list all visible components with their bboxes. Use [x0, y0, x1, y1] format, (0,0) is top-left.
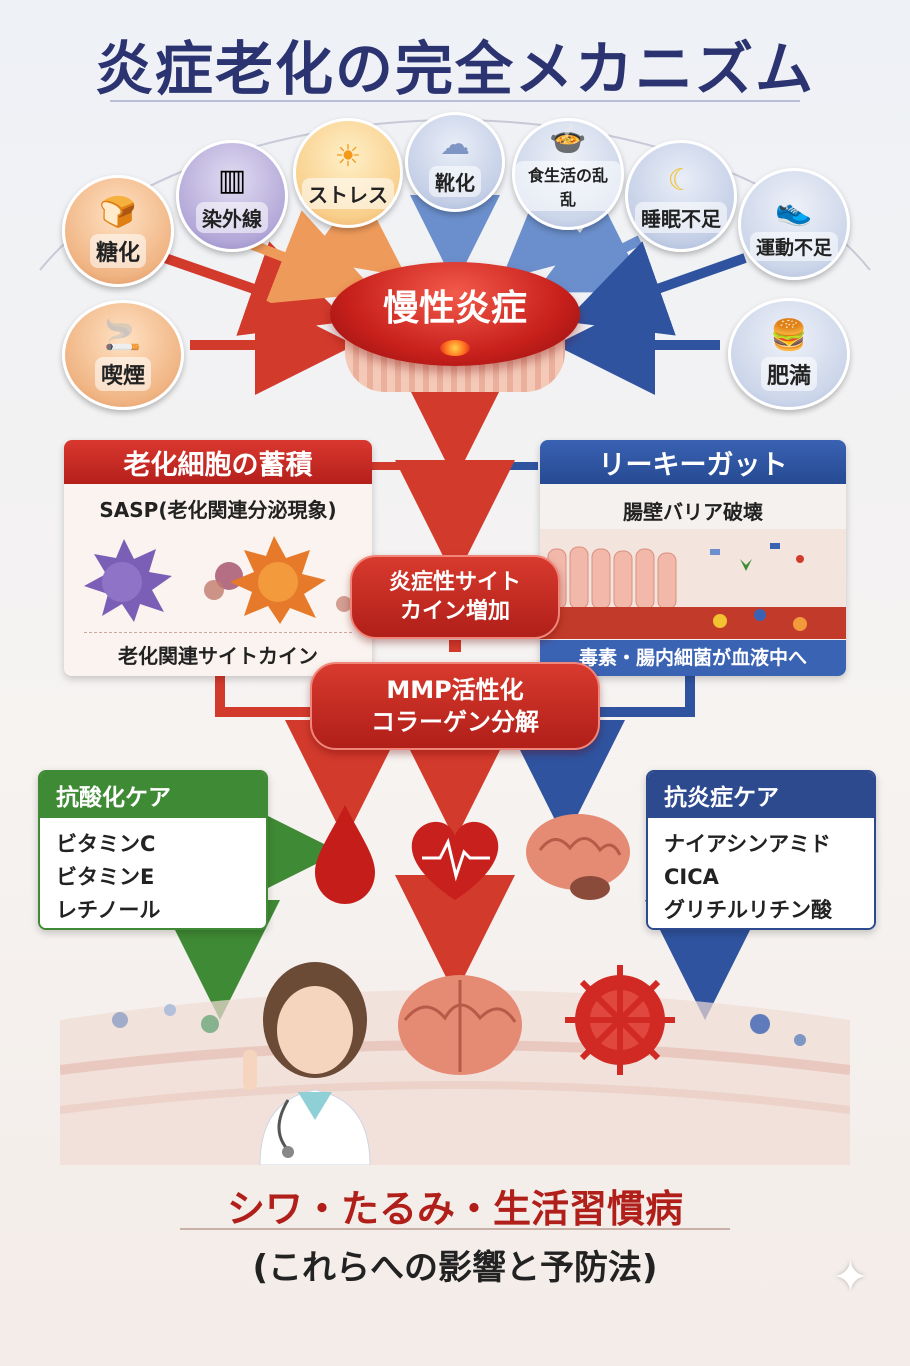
cloud-icon: ☁: [440, 127, 470, 162]
antioxidant-card: 抗酸化ケア ビタミンC ビタミンE レチノール: [38, 770, 268, 930]
senescence-footer: 老化関連サイトカイン: [118, 644, 318, 668]
conclusion-subtitle: (これらへの影響と予防法): [252, 1248, 658, 1288]
mmp-box: MMP活性化 コラーゲン分解: [310, 662, 600, 750]
leaky-gut-title: リーキーガット: [540, 440, 846, 484]
list-item: ナイアシンアミド: [664, 832, 831, 856]
list-item: CICA: [664, 865, 719, 889]
cause-smoking: 🚬 喫煙: [62, 300, 184, 410]
burger-icon: 🍔: [770, 318, 808, 353]
cause-diet: 🍲 食生活の乱乱: [512, 118, 624, 230]
conclusion-title: シワ・たるみ・生活習慣病: [226, 1187, 683, 1231]
cause-glycation: 🍞 糖化: [62, 175, 174, 287]
list-item: レチノール: [56, 898, 161, 922]
cause-stress: ☀ ストレス: [293, 118, 403, 228]
brain-icon: [398, 975, 522, 1075]
brain-icon: [526, 814, 630, 900]
page-title: 炎症老化の完全メカニズム: [94, 35, 815, 103]
title-divider: [110, 100, 800, 102]
intestinal-wall-illustration: [540, 529, 846, 639]
doctor-figure: [243, 962, 371, 1165]
blood-drop-icon: [315, 805, 375, 904]
senescence-title: 老化細胞の蓄積: [64, 440, 372, 484]
sparkle-icon: ✦: [832, 1252, 869, 1303]
cytokine-box: 炎症性サイト カイン増加: [350, 555, 560, 639]
cigarette-icon: 🚬: [104, 318, 142, 353]
panel-divider: [84, 632, 352, 634]
sneaker-icon: 👟: [775, 193, 813, 228]
leaky-gut-panel: リーキーガット 腸壁バリア破壊 毒素・腸内細菌が血液中へ: [540, 440, 846, 676]
virus-icon: [565, 965, 675, 1075]
anti-inflammatory-list: ナイアシンアミド CICA グリチルリチン酸: [648, 818, 874, 928]
senescent-cells-illustration: [84, 536, 352, 624]
antioxidant-list: ビタミンC ビタミンE レチノール: [40, 818, 266, 928]
senescence-panel: 老化細胞の蓄積 SASP(老化関連分泌現象) 老化関連サイトカイン: [64, 440, 372, 676]
inflammation-glow: [440, 340, 470, 356]
sun-icon: ☀: [334, 139, 362, 174]
heart-icon: [411, 821, 499, 900]
food-bowl-icon: 🍲: [549, 122, 587, 157]
list-item: ビタミンC: [56, 832, 156, 856]
cause-aging: ☁ 靴化: [405, 112, 505, 212]
organ-icons-row: [315, 805, 630, 904]
cause-sleep: ☾ 睡眠不足: [625, 140, 737, 252]
anti-inflammatory-card: 抗炎症ケア ナイアシンアミド CICA グリチルリチン酸: [646, 770, 876, 930]
conclusion-divider: [180, 1228, 730, 1230]
sasp-label: SASP(老化関連分泌現象): [99, 498, 337, 522]
uv-bars-icon: ▥: [217, 163, 247, 198]
antioxidant-title: 抗酸化ケア: [40, 772, 266, 818]
cause-exercise: 👟 運動不足: [738, 168, 850, 280]
list-item: ビタミンE: [56, 865, 155, 889]
anti-inflammatory-title: 抗炎症ケア: [648, 772, 874, 818]
cause-obesity: 🍔 肥満: [728, 298, 850, 410]
bread-icon: 🍞: [99, 195, 137, 230]
cause-uv: ▥ 染外線: [176, 140, 288, 252]
moon-icon: ☾: [667, 163, 695, 198]
barrier-label: 腸壁バリア破壊: [623, 500, 763, 524]
bottom-illustration: [60, 962, 850, 1165]
list-item: グリチルリチン酸: [664, 898, 832, 922]
